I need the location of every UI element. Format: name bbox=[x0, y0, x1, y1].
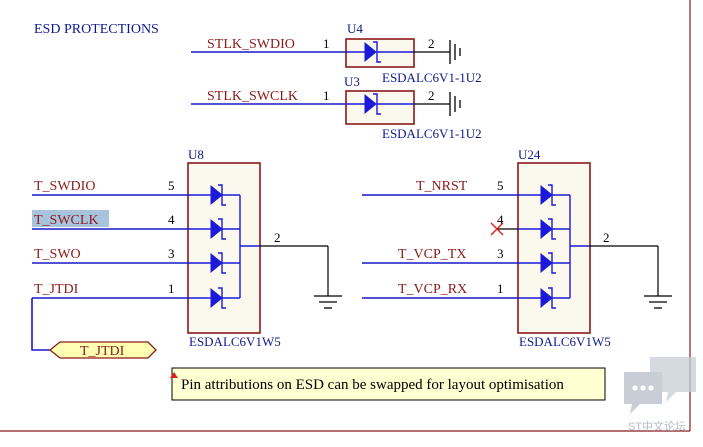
net-label-t-swclk[interactable]: T_SWCLK bbox=[34, 213, 99, 228]
watermark-text: ST中文论坛 bbox=[628, 419, 686, 433]
component-u4[interactable]: STLK_SWDIO 1 2 U4 ESDALC6V1-1U2 bbox=[191, 21, 482, 85]
tvs-diode-icon bbox=[518, 184, 590, 309]
tvs-diode-icon bbox=[346, 93, 414, 115]
u3-pin-2: 2 bbox=[428, 88, 435, 103]
ground-icon bbox=[446, 40, 461, 64]
component-u8[interactable]: U8 T_SWDIO T_SWCLK T_SWO T_JTDI 5 4 3 1 bbox=[32, 147, 342, 349]
component-u24[interactable]: U24 T_NRST T_VCP_TX T_VCP_RX 5 4 3 1 bbox=[362, 147, 672, 349]
u8-part: ESDALC6V1W5 bbox=[189, 334, 281, 349]
note-text: Pin attributions on ESD can be swapped f… bbox=[181, 377, 564, 393]
u8-pin-1: 1 bbox=[168, 281, 175, 296]
u3-ref: U3 bbox=[344, 74, 360, 89]
net-label-stlk-swclk: STLK_SWCLK bbox=[207, 89, 298, 104]
u4-body bbox=[345, 38, 415, 68]
note-flag-icon bbox=[170, 372, 178, 378]
tvs-diode-icon bbox=[188, 184, 260, 309]
no-connect-icon bbox=[490, 222, 504, 236]
annotation-note[interactable]: Pin attributions on ESD can be swapped f… bbox=[170, 367, 606, 401]
port-label: T_JTDI bbox=[80, 344, 125, 359]
u24-pin-3: 3 bbox=[497, 246, 504, 261]
u3-part: ESDALC6V1-1U2 bbox=[382, 126, 482, 141]
u8-ref: U8 bbox=[188, 147, 204, 162]
u24-ref: U24 bbox=[518, 147, 541, 162]
tvs-diode-icon bbox=[346, 41, 414, 63]
selection-highlight bbox=[32, 210, 109, 227]
net-label-stlk-swdio: STLK_SWDIO bbox=[207, 37, 295, 52]
net-label-t-swdio: T_SWDIO bbox=[34, 179, 95, 194]
u24-pin-4: 4 bbox=[497, 212, 504, 227]
u24-body bbox=[517, 162, 591, 334]
u24-pin-2: 2 bbox=[603, 230, 610, 245]
port-t-jtdi[interactable]: T_JTDI bbox=[48, 341, 157, 359]
wire-t-jtdi-loop bbox=[31, 298, 50, 351]
component-u3[interactable]: STLK_SWCLK 1 2 U3 ESDALC6V1-1U2 bbox=[191, 74, 482, 141]
u4-ref: U4 bbox=[347, 21, 363, 36]
sheet-title: ESD PROTECTIONS bbox=[34, 22, 159, 37]
u4-pin-1: 1 bbox=[323, 36, 330, 51]
chat-bubble-icon bbox=[624, 357, 696, 414]
ground-icon bbox=[314, 295, 342, 309]
net-label-t-vcp-tx: T_VCP_TX bbox=[398, 247, 466, 262]
u24-pin-5: 5 bbox=[497, 178, 504, 193]
u24-part: ESDALC6V1W5 bbox=[519, 334, 611, 349]
u4-part: ESDALC6V1-1U2 bbox=[382, 70, 482, 85]
net-label-t-swo: T_SWO bbox=[34, 247, 81, 262]
net-label-t-vcp-rx: T_VCP_RX bbox=[398, 282, 467, 297]
u8-pin-3: 3 bbox=[168, 246, 175, 261]
u8-pin-2: 2 bbox=[274, 230, 281, 245]
u4-pin-2: 2 bbox=[428, 36, 435, 51]
u8-body bbox=[187, 162, 261, 334]
u3-body bbox=[345, 90, 415, 125]
forum-watermark: ST中文论坛 bbox=[624, 357, 696, 433]
ground-icon bbox=[446, 92, 461, 116]
u3-pin-1: 1 bbox=[323, 88, 330, 103]
u24-pin-1: 1 bbox=[497, 281, 504, 296]
ground-icon bbox=[644, 295, 672, 309]
u8-pin-5: 5 bbox=[168, 178, 175, 193]
net-label-t-nrst: T_NRST bbox=[416, 179, 468, 194]
net-label-t-jtdi: T_JTDI bbox=[34, 282, 79, 297]
u8-pin-4: 4 bbox=[168, 212, 175, 227]
